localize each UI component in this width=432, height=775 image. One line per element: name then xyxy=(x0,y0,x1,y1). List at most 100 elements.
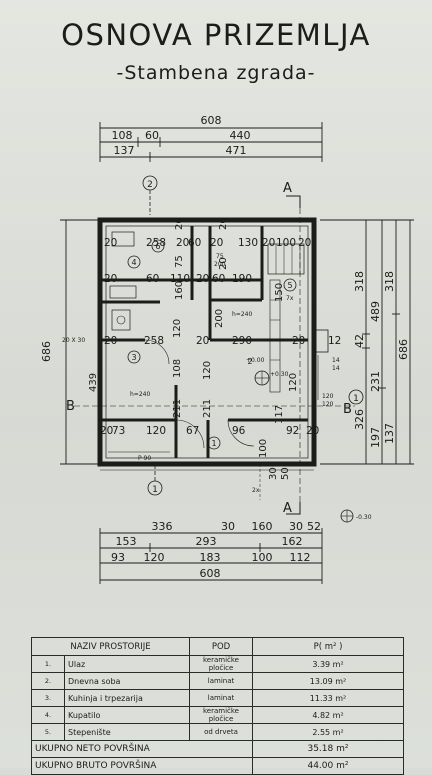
row-number: 3. xyxy=(31,689,65,707)
grid-marker-1-right: 1 xyxy=(353,394,359,404)
room-name: Kuhinja i trpezarija xyxy=(64,689,190,707)
room-floor: laminat xyxy=(189,689,253,707)
dim-int-d-5: 96 xyxy=(232,425,246,437)
small-2x: 2x xyxy=(252,487,260,494)
table-row: 4. Kupatilo keramičke pločice 4.82 m² xyxy=(31,706,404,724)
dim-bot-52: 52 xyxy=(307,520,321,533)
row-number: 2. xyxy=(31,672,65,690)
header-floor: POD xyxy=(189,637,253,656)
room-name: Dnevna soba xyxy=(64,672,190,690)
dim-int-c-3: 20 xyxy=(196,335,209,347)
dim-int-d-1: 20 xyxy=(100,425,113,437)
room-number-5: 5 xyxy=(287,281,292,290)
dim-right-318a: 318 xyxy=(353,271,366,292)
dim-right-489: 489 xyxy=(369,301,382,322)
small-120b: 120 xyxy=(322,401,334,408)
top-dimension-lines xyxy=(99,122,323,162)
dim-top-108: 108 xyxy=(112,129,133,142)
dim-int-c-5: 20 xyxy=(292,335,305,347)
dim-int-a-4: 60 xyxy=(188,237,201,249)
dim-top-471: 471 xyxy=(226,144,247,157)
grid-marker-1-bottom: 1 xyxy=(152,485,158,495)
dim-v-2: 75 xyxy=(174,255,185,268)
floor-plan: 608 108 60 440 137 471 2 1 1 A A B B xyxy=(40,114,414,584)
grid-marker-2: 2 xyxy=(147,180,153,190)
sum-bruto-value: 44.00 m² xyxy=(252,757,404,775)
dim-bot-153: 153 xyxy=(116,535,137,548)
sum-neto-label: UKUPNO NETO POVRŠINA xyxy=(31,740,253,758)
dim-right-197: 197 xyxy=(369,427,382,448)
table-row: 5. Stepenište od drveta 2.55 m² xyxy=(31,723,404,741)
dim-left-total: 686 xyxy=(40,341,53,362)
room-number-1: 1 xyxy=(211,439,216,448)
dim-top-total: 608 xyxy=(201,114,222,127)
dim-int-c-4: 290 xyxy=(232,335,252,347)
dim-int-c-6: 12 xyxy=(328,335,341,347)
dim-v-1: 20 xyxy=(174,217,185,230)
row-number: 4. xyxy=(31,706,65,724)
dim-v-6: 120 xyxy=(172,319,183,338)
dim-left-small: 20 X 30 xyxy=(62,337,85,344)
label-p90: P 90 xyxy=(138,455,151,462)
dim-v-10: 439 xyxy=(88,373,99,392)
sum-neto-row: UKUPNO NETO POVRŠINA 35.18 m² xyxy=(31,740,404,758)
dim-bot-30a: 30 xyxy=(221,520,235,533)
dim-bot-293: 293 xyxy=(196,535,217,548)
small-200: 200 xyxy=(214,261,226,268)
dim-bot-183: 183 xyxy=(200,551,221,564)
dim-bot-93: 93 xyxy=(111,551,125,564)
right-dimension-lines xyxy=(320,219,414,465)
drawing-title: OSNOVA PRIZEMLJA xyxy=(61,18,371,52)
room-area: 13.09 m² xyxy=(252,672,404,690)
dim-top-440: 440 xyxy=(230,129,251,142)
small-75: 75 xyxy=(216,253,224,260)
dim-v-14: 117 xyxy=(274,405,285,424)
dim-v-18: 50 xyxy=(280,467,291,480)
header-room-name: NAZIV PROSTORIJE xyxy=(31,637,190,656)
row-number: 5. xyxy=(31,723,65,741)
height-label-1: h=240 xyxy=(232,311,252,318)
dim-right-686: 686 xyxy=(397,339,410,360)
dim-v-15: 120 xyxy=(288,373,299,392)
dim-int-a-8: 100 xyxy=(276,237,296,249)
walls xyxy=(97,217,329,500)
sum-bruto-row: UKUPNO BRUTO POVRŠINA 44.00 m² xyxy=(31,757,404,775)
section-b-left: B xyxy=(66,399,75,414)
room-area: 3.39 m² xyxy=(252,655,404,673)
header-area: P( m² ) xyxy=(252,637,404,656)
room-area-table: NAZIV PROSTORIJE POD P( m² ) 1. Ulaz ker… xyxy=(31,637,404,775)
dim-v-8: 108 xyxy=(172,359,183,378)
section-b-right: B xyxy=(343,402,352,417)
small-7x: 7x xyxy=(286,295,294,302)
drawing-subtitle: -Stambena zgrada- xyxy=(116,62,316,84)
dim-v-9: 211 xyxy=(172,399,183,418)
dim-int-d-7: 20 xyxy=(306,425,319,437)
dim-v-5: 20 xyxy=(218,257,229,270)
dim-v-16: 100 xyxy=(258,439,269,458)
dim-bot-336: 336 xyxy=(152,520,173,533)
table-row: 3. Kuhinja i trpezarija laminat 11.33 m² xyxy=(31,689,404,707)
bottom-dimension-lines xyxy=(99,528,323,584)
dim-right-231: 231 xyxy=(369,371,382,392)
room-name: Ulaz xyxy=(64,655,190,673)
dim-int-d-6: 92 xyxy=(286,425,299,437)
dim-right-318b: 318 xyxy=(383,271,396,292)
dim-int-d-3: 120 xyxy=(146,425,166,437)
room-floor: keramičke pločice xyxy=(189,655,253,673)
dim-int-b-1: 20 xyxy=(104,273,117,285)
room-floor: laminat xyxy=(189,672,253,690)
dim-v-7: 200 xyxy=(214,309,225,328)
dim-int-a-2: 258 xyxy=(146,237,166,249)
sum-neto-value: 35.18 m² xyxy=(252,740,404,758)
left-dimension-line xyxy=(60,219,100,465)
level-plus-000: +0.00 xyxy=(246,357,265,364)
dim-int-d-2: 73 xyxy=(112,425,125,437)
dim-int-a-6: 130 xyxy=(238,237,258,249)
dim-bot-120: 120 xyxy=(144,551,165,564)
room-area: 2.55 m² xyxy=(252,723,404,741)
dim-int-a-5: 20 xyxy=(210,237,223,249)
small-14a: 14 xyxy=(332,357,340,364)
dim-int-b-4: 20 xyxy=(196,273,209,285)
dim-bot-total: 608 xyxy=(200,567,221,580)
